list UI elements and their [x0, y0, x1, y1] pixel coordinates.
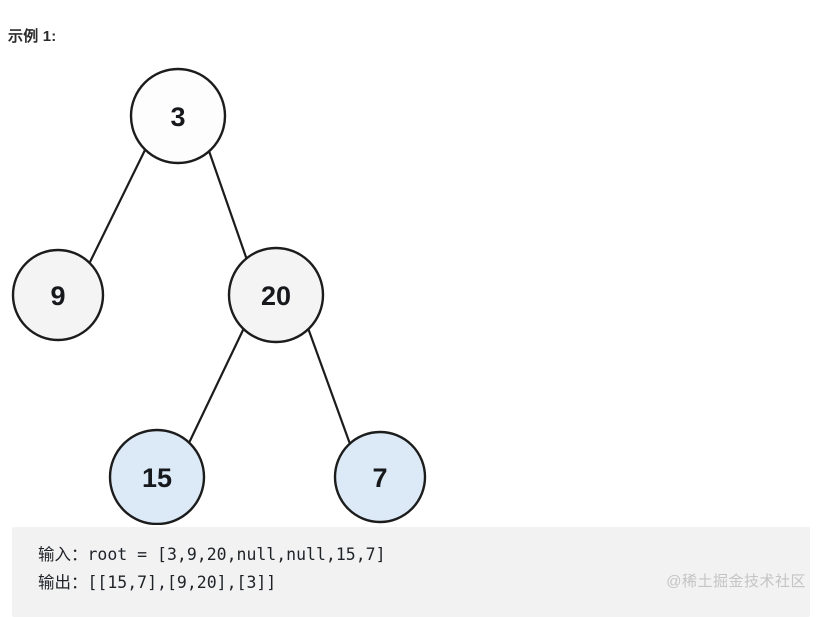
node-20-label: 20: [261, 281, 291, 311]
node-3-label: 3: [170, 102, 185, 132]
node-15-circle: [108, 428, 206, 525]
code-line-output: 输出：[[15,7],[9,20],[3]]: [38, 573, 277, 592]
node-15-label: 15: [142, 463, 172, 493]
watermark: @稀土掘金技术社区: [666, 573, 806, 590]
tree-node-9[interactable]: 9: [11, 248, 105, 342]
code-line-input: 输入：root = [3,9,20,null,null,15,7]: [38, 545, 386, 564]
edge-20-to-7: [306, 326, 352, 446]
tree-svg: 3 9 20 15 7: [11, 67, 427, 525]
binary-tree-diagram: 3 9 20 15 7: [0, 55, 460, 525]
node-9-label: 9: [50, 281, 65, 311]
edge-3-to-9: [88, 148, 147, 264]
node-7-circle: [333, 430, 427, 524]
page-title: 示例 1:: [8, 28, 57, 45]
node-20-circle: [227, 246, 325, 344]
edge-20-to-15: [186, 326, 246, 447]
node-9-circle: [11, 248, 105, 342]
tree-edges: [88, 148, 352, 447]
tree-node-20[interactable]: 20: [227, 246, 325, 344]
node-3-circle: [129, 67, 227, 165]
tree-node-7[interactable]: 7: [333, 430, 427, 524]
node-7-label: 7: [372, 463, 387, 493]
edge-3-to-20: [207, 149, 249, 262]
tree-node-15[interactable]: 15: [108, 428, 206, 525]
example-code-block: 输入：root = [3,9,20,null,null,15,7] 输出：[[1…: [12, 527, 810, 617]
tree-node-3[interactable]: 3: [129, 67, 227, 165]
